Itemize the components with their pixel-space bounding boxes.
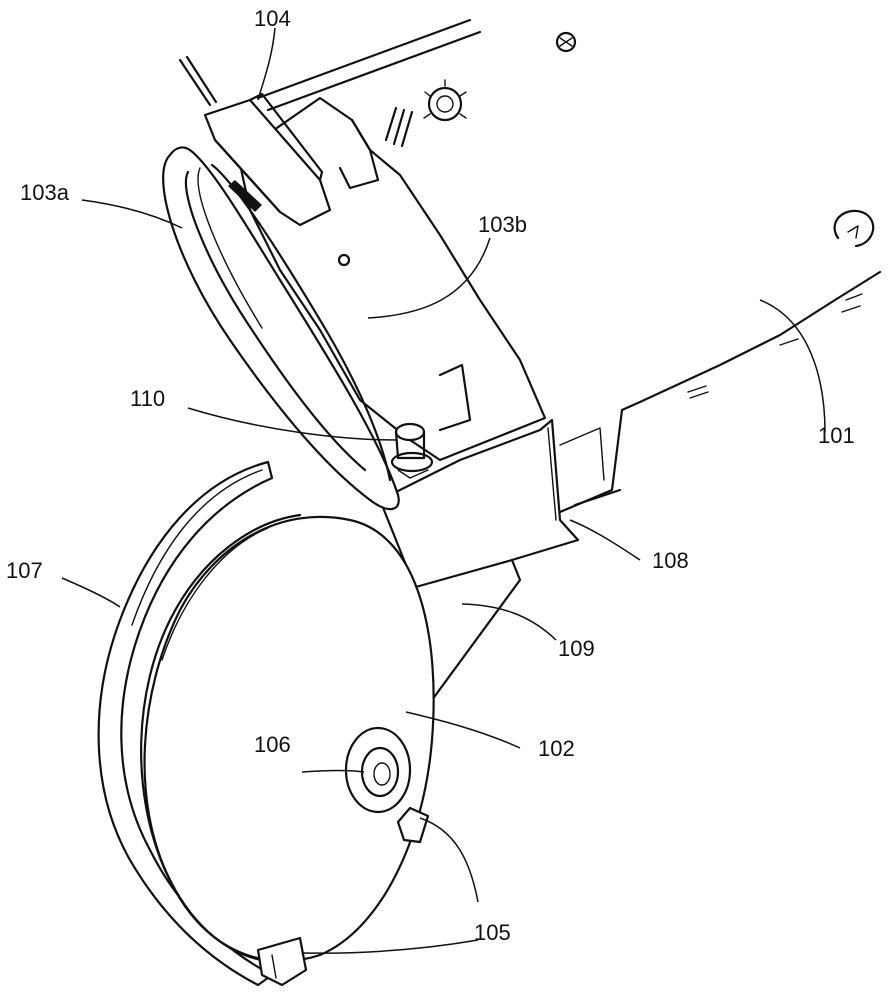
label-103a: 103a: [20, 180, 70, 205]
label-109: 109: [558, 636, 595, 661]
clamp-104: [178, 55, 332, 227]
rim-107: [97, 460, 274, 987]
disc-102: [140, 513, 435, 964]
label-103b: 103b: [478, 212, 527, 237]
hub-106: [344, 726, 412, 814]
screw-110: [390, 422, 434, 479]
label-106: 106: [254, 732, 291, 757]
label-102: 102: [538, 736, 575, 761]
label-108: 108: [652, 548, 689, 573]
label-110: 110: [130, 386, 165, 411]
reference-labels: 104 103a 103b 110 101 108 107 109 102 10…: [6, 6, 855, 945]
label-105: 105: [474, 920, 511, 945]
catch-105: [256, 806, 430, 987]
frame-101: [256, 18, 882, 514]
label-107: 107: [6, 558, 43, 583]
label-101: 101: [818, 423, 855, 448]
label-104: 104: [254, 6, 291, 31]
leader-lines: [61, 27, 826, 954]
